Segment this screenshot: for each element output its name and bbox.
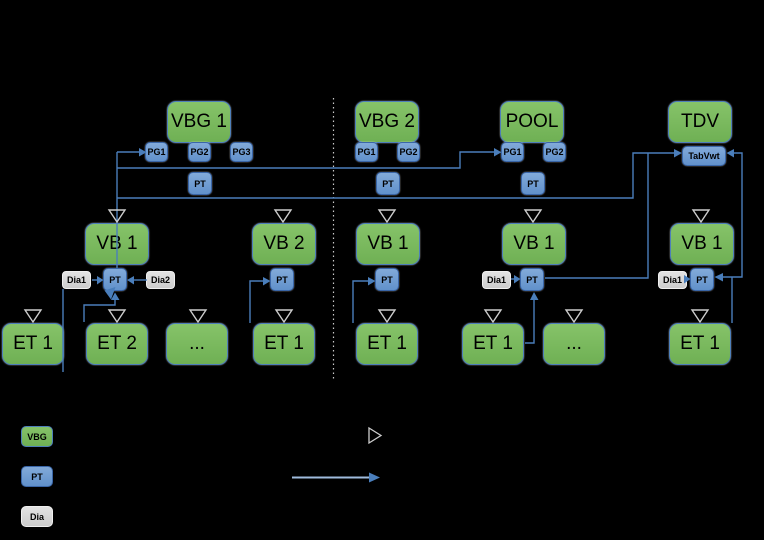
node-vbg1: VBG 1 [167, 101, 231, 143]
node-et-5: ET 1 [462, 323, 524, 365]
node-vbg2-pg1: PG1 [355, 142, 378, 162]
node-vb-col4: VB 1 [502, 223, 566, 265]
node-vbg1-pg3: PG3 [230, 142, 253, 162]
legend-arrow-glyph [292, 472, 380, 483]
legend-dia-swatch: Dia [21, 506, 53, 527]
node-et-4: ET 1 [356, 323, 418, 365]
node-pool-pg2: PG2 [543, 142, 566, 162]
node-pt-col5: PT [690, 268, 714, 291]
node-vbg2: VBG 2 [355, 101, 419, 143]
node-vbg1-pt: PT [188, 172, 212, 195]
node-tdv-tabvwt: TabVwt [682, 146, 726, 166]
node-pool-pg1: PG1 [501, 142, 524, 162]
open-triangles [23, 209, 711, 324]
node-dia1-col4: Dia1 [482, 271, 511, 289]
legend-open-triangle-glyph [368, 426, 383, 445]
node-vbg2-pt: PT [376, 172, 400, 195]
node-pt-col3: PT [375, 268, 399, 291]
node-vb-col2: VB 2 [252, 223, 316, 265]
node-et-1: ET 1 [2, 323, 64, 365]
node-vbg1-pg2: PG2 [188, 142, 211, 162]
node-pt-col1: PT [103, 268, 127, 291]
node-vbg2-pg2: PG2 [397, 142, 420, 162]
arrowheads [97, 148, 734, 300]
legend-vbg-swatch: VBG [21, 426, 53, 447]
node-vb-col3: VB 1 [356, 223, 420, 265]
node-dia1-col1: Dia1 [62, 271, 91, 289]
legend-pt-swatch: PT [21, 466, 53, 487]
connectors [62, 151, 743, 372]
node-et-2: ET 2 [86, 323, 148, 365]
node-et-ellipsis-2: ... [543, 323, 605, 365]
node-pool: POOL [500, 101, 564, 143]
node-pt-col4: PT [520, 268, 544, 291]
node-tdv: TDV [668, 101, 732, 143]
node-et-3: ET 1 [253, 323, 315, 365]
node-vb-col5: VB 1 [670, 223, 734, 265]
node-et-ellipsis-1: ... [166, 323, 228, 365]
node-pt-col2: PT [270, 268, 294, 291]
node-et-6: ET 1 [669, 323, 731, 365]
node-pool-pt: PT [521, 172, 545, 195]
